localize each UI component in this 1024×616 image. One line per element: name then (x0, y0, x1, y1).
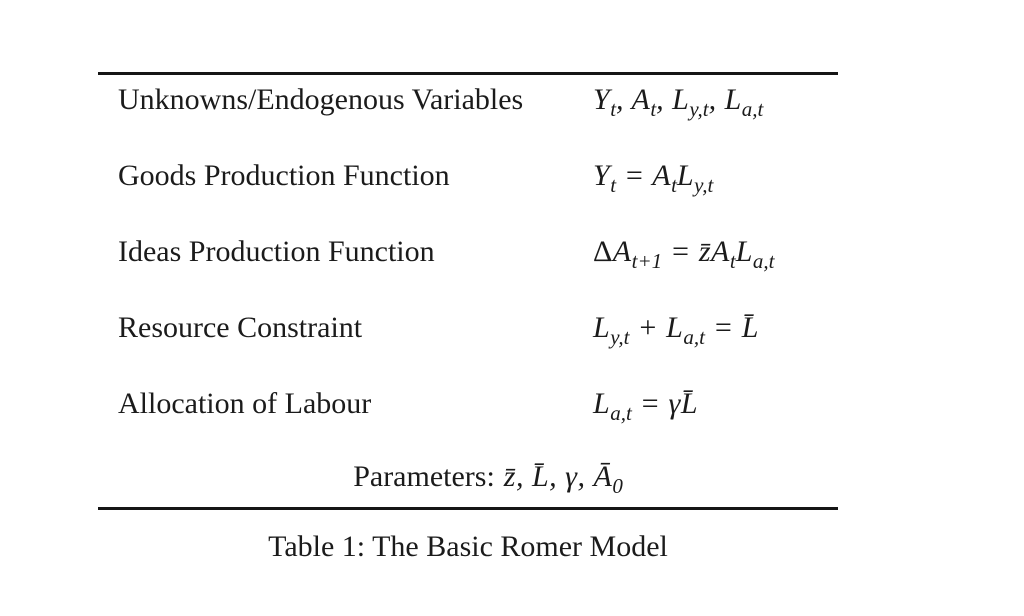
row-label: Goods Production Function (118, 159, 450, 192)
table-row: Allocation of Labour La,t = γL̄ (98, 380, 838, 456)
row-equation: Yt, At, Ly,t, La,t (593, 83, 764, 121)
table-row: Resource Constraint Ly,t + La,t = L̄ (98, 304, 838, 380)
row-label: Ideas Production Function (118, 235, 435, 268)
table-row: Unknowns/Endogenous Variables Yt, At, Ly,… (98, 76, 838, 152)
row-equation: Yt = AtLy,t (593, 159, 714, 197)
romer-model-table: Unknowns/Endogenous Variables Yt, At, Ly,… (98, 76, 838, 456)
parameters-label: Parameters: (353, 460, 495, 493)
table-row: Ideas Production Function ΔAt+1 = z̄AtLa,… (98, 228, 838, 304)
parameters-symbols: z̄, L̄, γ, Ā0 (503, 460, 623, 498)
table-top-rule (98, 72, 838, 75)
row-label: Allocation of Labour (118, 387, 372, 420)
row-label: Resource Constraint (118, 311, 363, 344)
table-caption: Table 1: The Basic Romer Model (268, 530, 668, 563)
table-bottom-rule (98, 507, 838, 510)
parameters-row: Parameters:z̄, L̄, γ, Ā0 (98, 460, 838, 498)
row-label: Unknowns/Endogenous Variables (118, 83, 524, 116)
row-equation: ΔAt+1 = z̄AtLa,t (593, 235, 775, 273)
table-row: Goods Production Function Yt = AtLy,t (98, 152, 838, 228)
row-equation: Ly,t + La,t = L̄ (593, 311, 759, 349)
row-equation: La,t = γL̄ (593, 387, 699, 425)
